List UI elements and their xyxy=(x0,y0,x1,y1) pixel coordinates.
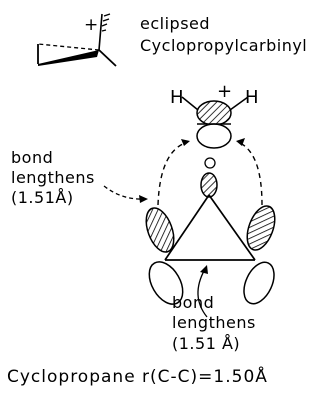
interaction-arrow-right xyxy=(237,141,263,206)
newman-projection: + xyxy=(37,13,117,67)
left-open-lobe xyxy=(148,261,184,305)
left-bond-pointer xyxy=(103,185,145,200)
p-orbital-top-lobe xyxy=(196,100,232,126)
left-hatched-lobe xyxy=(145,207,175,253)
right-open-lobe xyxy=(243,261,275,305)
species-label: Cyclopropylcarbinyl xyxy=(140,36,308,55)
bottom-bond-label-line2: lengthens xyxy=(172,313,256,332)
bottom-bond-label-line1: bond xyxy=(172,293,215,312)
newman-charge: + xyxy=(84,15,98,35)
hydrogen-left: H xyxy=(170,87,184,108)
p-orbital-bottom-lobe xyxy=(196,123,232,149)
left-bond-value: (1.51Å) xyxy=(11,188,74,207)
right-hatched-lobe xyxy=(246,205,276,251)
h-bond-right xyxy=(229,96,249,111)
cation-charge: + xyxy=(217,81,232,102)
left-bond-label-line2: lengthens xyxy=(11,168,95,187)
cyclopropane-footer: Cyclopropane r(C-C)=1.50Å xyxy=(7,367,268,387)
apex-hatched-lobe xyxy=(200,172,218,198)
apex-small-lobe xyxy=(204,157,216,169)
ring-bond-left xyxy=(164,194,210,261)
left-bond-label-line1: bond xyxy=(11,148,54,167)
interaction-arrow-left xyxy=(157,141,189,206)
bottom-bond-value: (1.51 Å) xyxy=(172,334,241,353)
conformation-label: eclipsed xyxy=(140,14,211,33)
bottom-bond-pointer xyxy=(197,268,208,318)
hydrogen-right: H xyxy=(245,87,259,108)
ring-bond-right xyxy=(208,194,256,261)
h-bond-left xyxy=(181,96,199,111)
